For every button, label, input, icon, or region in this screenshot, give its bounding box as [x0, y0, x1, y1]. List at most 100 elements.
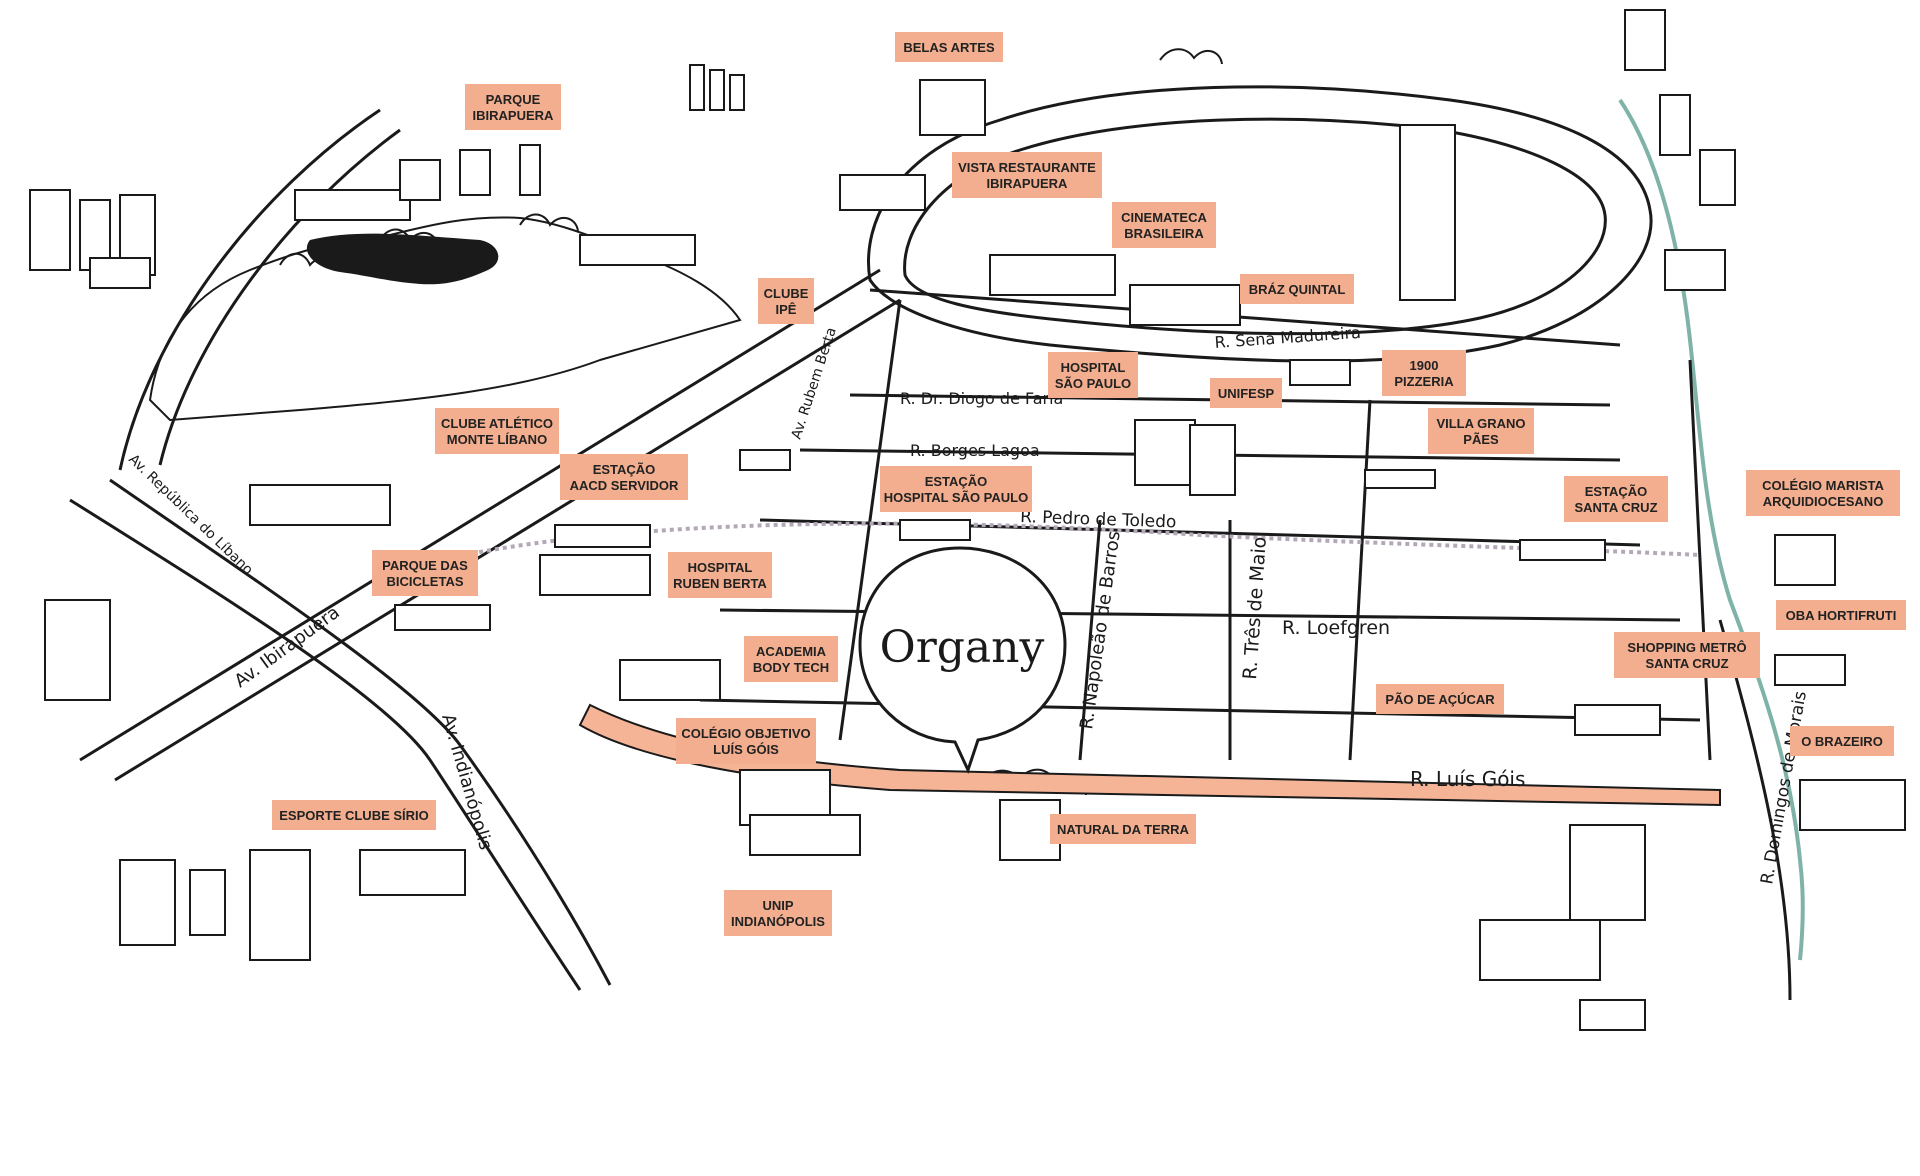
- label-line: PÃO DE AÇÚCAR: [1385, 692, 1495, 707]
- label-line: CINEMATECA: [1121, 210, 1207, 225]
- label-oba-hortifruti[interactable]: OBA HORTIFRUTI: [1776, 600, 1906, 630]
- luis-gois-road: [578, 703, 1721, 807]
- label-box: [676, 718, 816, 764]
- label-line: UNIP: [762, 898, 793, 913]
- street-napoleao-de-barros: R. Napoleão de Barros: [1076, 530, 1125, 731]
- label-box: [1428, 408, 1534, 454]
- label-box: [465, 84, 561, 130]
- label-line: IBIRAPUERA: [473, 108, 555, 123]
- label-line: CLUBE ATLÉTICO: [441, 416, 553, 431]
- label-line: ESTAÇÃO: [925, 474, 988, 489]
- park-lake: [306, 233, 499, 285]
- label-box: [668, 552, 772, 598]
- label-box: [1210, 378, 1282, 408]
- label-line: BELAS ARTES: [903, 40, 995, 55]
- label-box: [952, 152, 1102, 198]
- label-line: SANTA CRUZ: [1645, 656, 1728, 671]
- label-line: CLUBE: [764, 286, 809, 301]
- brand-name: Organy: [880, 622, 1045, 673]
- label-line: BRASILEIRA: [1124, 226, 1204, 241]
- label-box: [272, 800, 436, 830]
- label-line: SANTA CRUZ: [1574, 500, 1657, 515]
- label-belas-artes[interactable]: BELAS ARTES: [895, 32, 1003, 62]
- label-box: [1746, 470, 1900, 516]
- label-box: [744, 636, 838, 682]
- label-box: [1382, 350, 1466, 396]
- label-pao-de-acucar[interactable]: PÃO DE AÇÚCAR: [1376, 684, 1504, 714]
- street-tres-de-maio: R. Três de Maio: [1239, 536, 1271, 680]
- label-line: AACD SERVIDOR: [570, 478, 679, 493]
- label-line: 1900: [1410, 358, 1439, 373]
- label-line: O BRAZEIRO: [1801, 734, 1883, 749]
- street-republica-do-libano: Av. República do Líbano: [125, 451, 256, 578]
- street-rubem-berta: Av. Rubem Berta: [789, 326, 840, 442]
- street-sena-madureira: R. Sena Madureira: [1214, 323, 1362, 352]
- label-box: [1112, 202, 1216, 248]
- label-line: NATURAL DA TERRA: [1057, 822, 1190, 837]
- label-o-brazeiro[interactable]: O BRAZEIRO: [1790, 726, 1894, 756]
- buildings: [29, 9, 1906, 1031]
- label-line: ESPORTE CLUBE SÍRIO: [279, 808, 429, 823]
- label-line: MONTE LÍBANO: [447, 432, 547, 447]
- label-line: UNIFESP: [1218, 386, 1275, 401]
- label-line: PÃES: [1463, 432, 1499, 447]
- label-box: [372, 550, 478, 596]
- label-natural-da-terra[interactable]: NATURAL DA TERRA: [1050, 814, 1196, 844]
- label-box: [1790, 726, 1894, 756]
- organy-marker: Organy: [858, 546, 1067, 775]
- label-line: BRÁZ QUINTAL: [1249, 282, 1346, 297]
- label-box: [1050, 814, 1196, 844]
- label-line: IBIRAPUERA: [987, 176, 1069, 191]
- label-line: LUÍS GÓIS: [713, 742, 779, 757]
- label-line: ARQUIDIOCESANO: [1763, 494, 1884, 509]
- label-box: [1564, 476, 1668, 522]
- street-borges-lagoa: R. Borges Lagoa: [910, 441, 1040, 460]
- label-box: [1776, 600, 1906, 630]
- street-ibirapuera: Av. Ibirapuera: [231, 602, 344, 692]
- label-line: COLÉGIO OBJETIVO: [681, 726, 810, 741]
- label-line: RUBEN BERTA: [673, 576, 767, 591]
- label-line: HOSPITAL: [688, 560, 753, 575]
- label-line: VISTA RESTAURANTE: [958, 160, 1096, 175]
- park-greenery: [148, 48, 1223, 796]
- label-line: BODY TECH: [753, 660, 829, 675]
- stream: [1618, 98, 1805, 961]
- label-line: SHOPPING METRÔ: [1627, 640, 1746, 655]
- label-line: IPÊ: [776, 302, 797, 317]
- label-unifesp[interactable]: UNIFESP: [1210, 378, 1282, 408]
- label-box: [1048, 352, 1138, 398]
- label-box: [1240, 274, 1354, 304]
- label-line: BICICLETAS: [386, 574, 463, 589]
- street-loefgren: R. Loefgren: [1282, 617, 1390, 639]
- label-braz-quintal[interactable]: BRÁZ QUINTAL: [1240, 274, 1354, 304]
- label-box: [880, 466, 1032, 512]
- label-line: PARQUE: [486, 92, 541, 107]
- label-line: PARQUE DAS: [382, 558, 468, 573]
- label-line: ESTAÇÃO: [1585, 484, 1648, 499]
- label-line: VILLA GRANO: [1436, 416, 1525, 431]
- label-line: ACADEMIA: [756, 644, 827, 659]
- label-line: INDIANÓPOLIS: [731, 914, 825, 929]
- label-line: COLÉGIO MARISTA: [1762, 478, 1884, 493]
- label-esporte-clube-sirio[interactable]: ESPORTE CLUBE SÍRIO: [272, 800, 436, 830]
